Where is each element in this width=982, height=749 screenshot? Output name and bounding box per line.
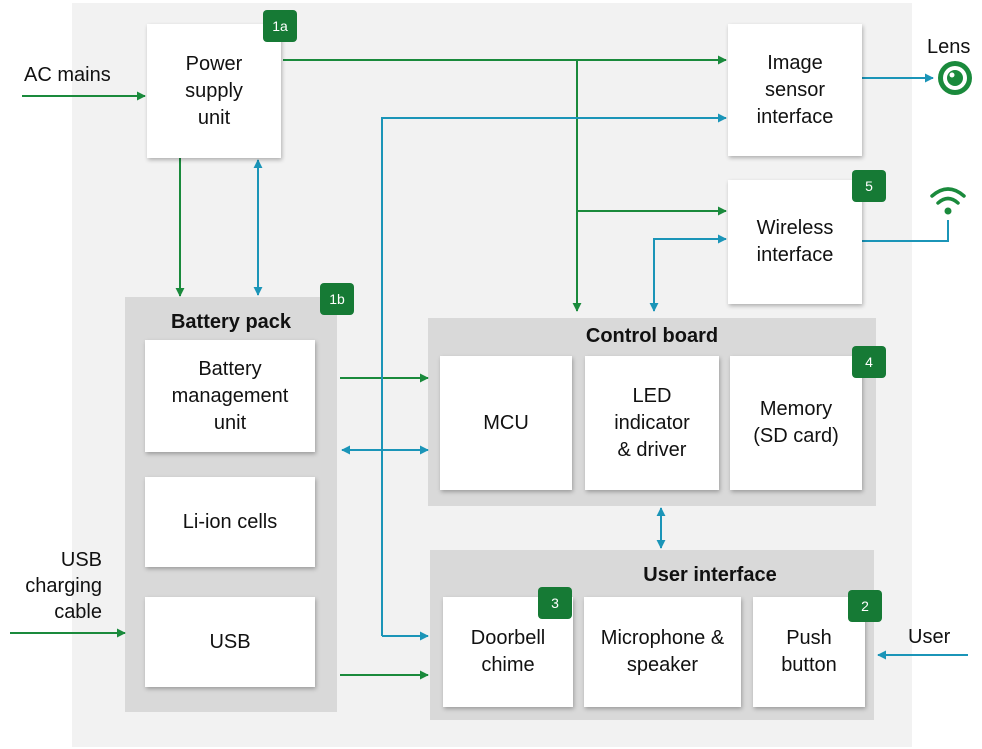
usb-charging-cable-label: USB charging cable bbox=[25, 549, 102, 623]
battery-pack-title: Battery pack bbox=[170, 311, 292, 333]
lens-icon bbox=[938, 61, 972, 95]
wireless-interface-block: Wireless interface bbox=[728, 180, 862, 304]
wireless-to-antenna bbox=[862, 220, 949, 242]
badge-1a: 1a bbox=[263, 10, 297, 42]
badge-4: 4 bbox=[852, 346, 886, 378]
power-supply-unit-block: Power supply unit bbox=[147, 24, 281, 158]
battery-management-unit-block: Battery management unit bbox=[145, 340, 315, 452]
li-ion-cells-block: Li-ion cells bbox=[145, 477, 315, 567]
image-sensor-interface-block: Image sensor interface bbox=[728, 24, 862, 156]
badge-1b: 1b bbox=[320, 283, 354, 315]
wireless-to-control bbox=[649, 234, 727, 312]
control-board-title: Control board bbox=[585, 325, 719, 347]
user-interface-title: User interface bbox=[643, 564, 777, 586]
mcu-block: MCU bbox=[440, 356, 572, 490]
ac-mains-label: AC mains bbox=[24, 64, 111, 86]
data-bus-to-image-sensor bbox=[381, 113, 727, 636]
memory-sd-card-block: Memory (SD card) bbox=[730, 356, 862, 490]
user-label: User bbox=[908, 626, 951, 648]
usb-block: USB bbox=[145, 597, 315, 687]
microphone-speaker-block: Microphone & speaker bbox=[584, 597, 741, 707]
badge-5: 5 bbox=[852, 170, 886, 202]
badge-3: 3 bbox=[538, 587, 572, 619]
wifi-icon bbox=[930, 187, 966, 215]
lens-label: Lens bbox=[927, 36, 971, 58]
led-indicator-driver-block: LED indicator & driver bbox=[585, 356, 719, 490]
push-button-block: Push button bbox=[753, 597, 865, 707]
badge-2: 2 bbox=[848, 590, 882, 622]
